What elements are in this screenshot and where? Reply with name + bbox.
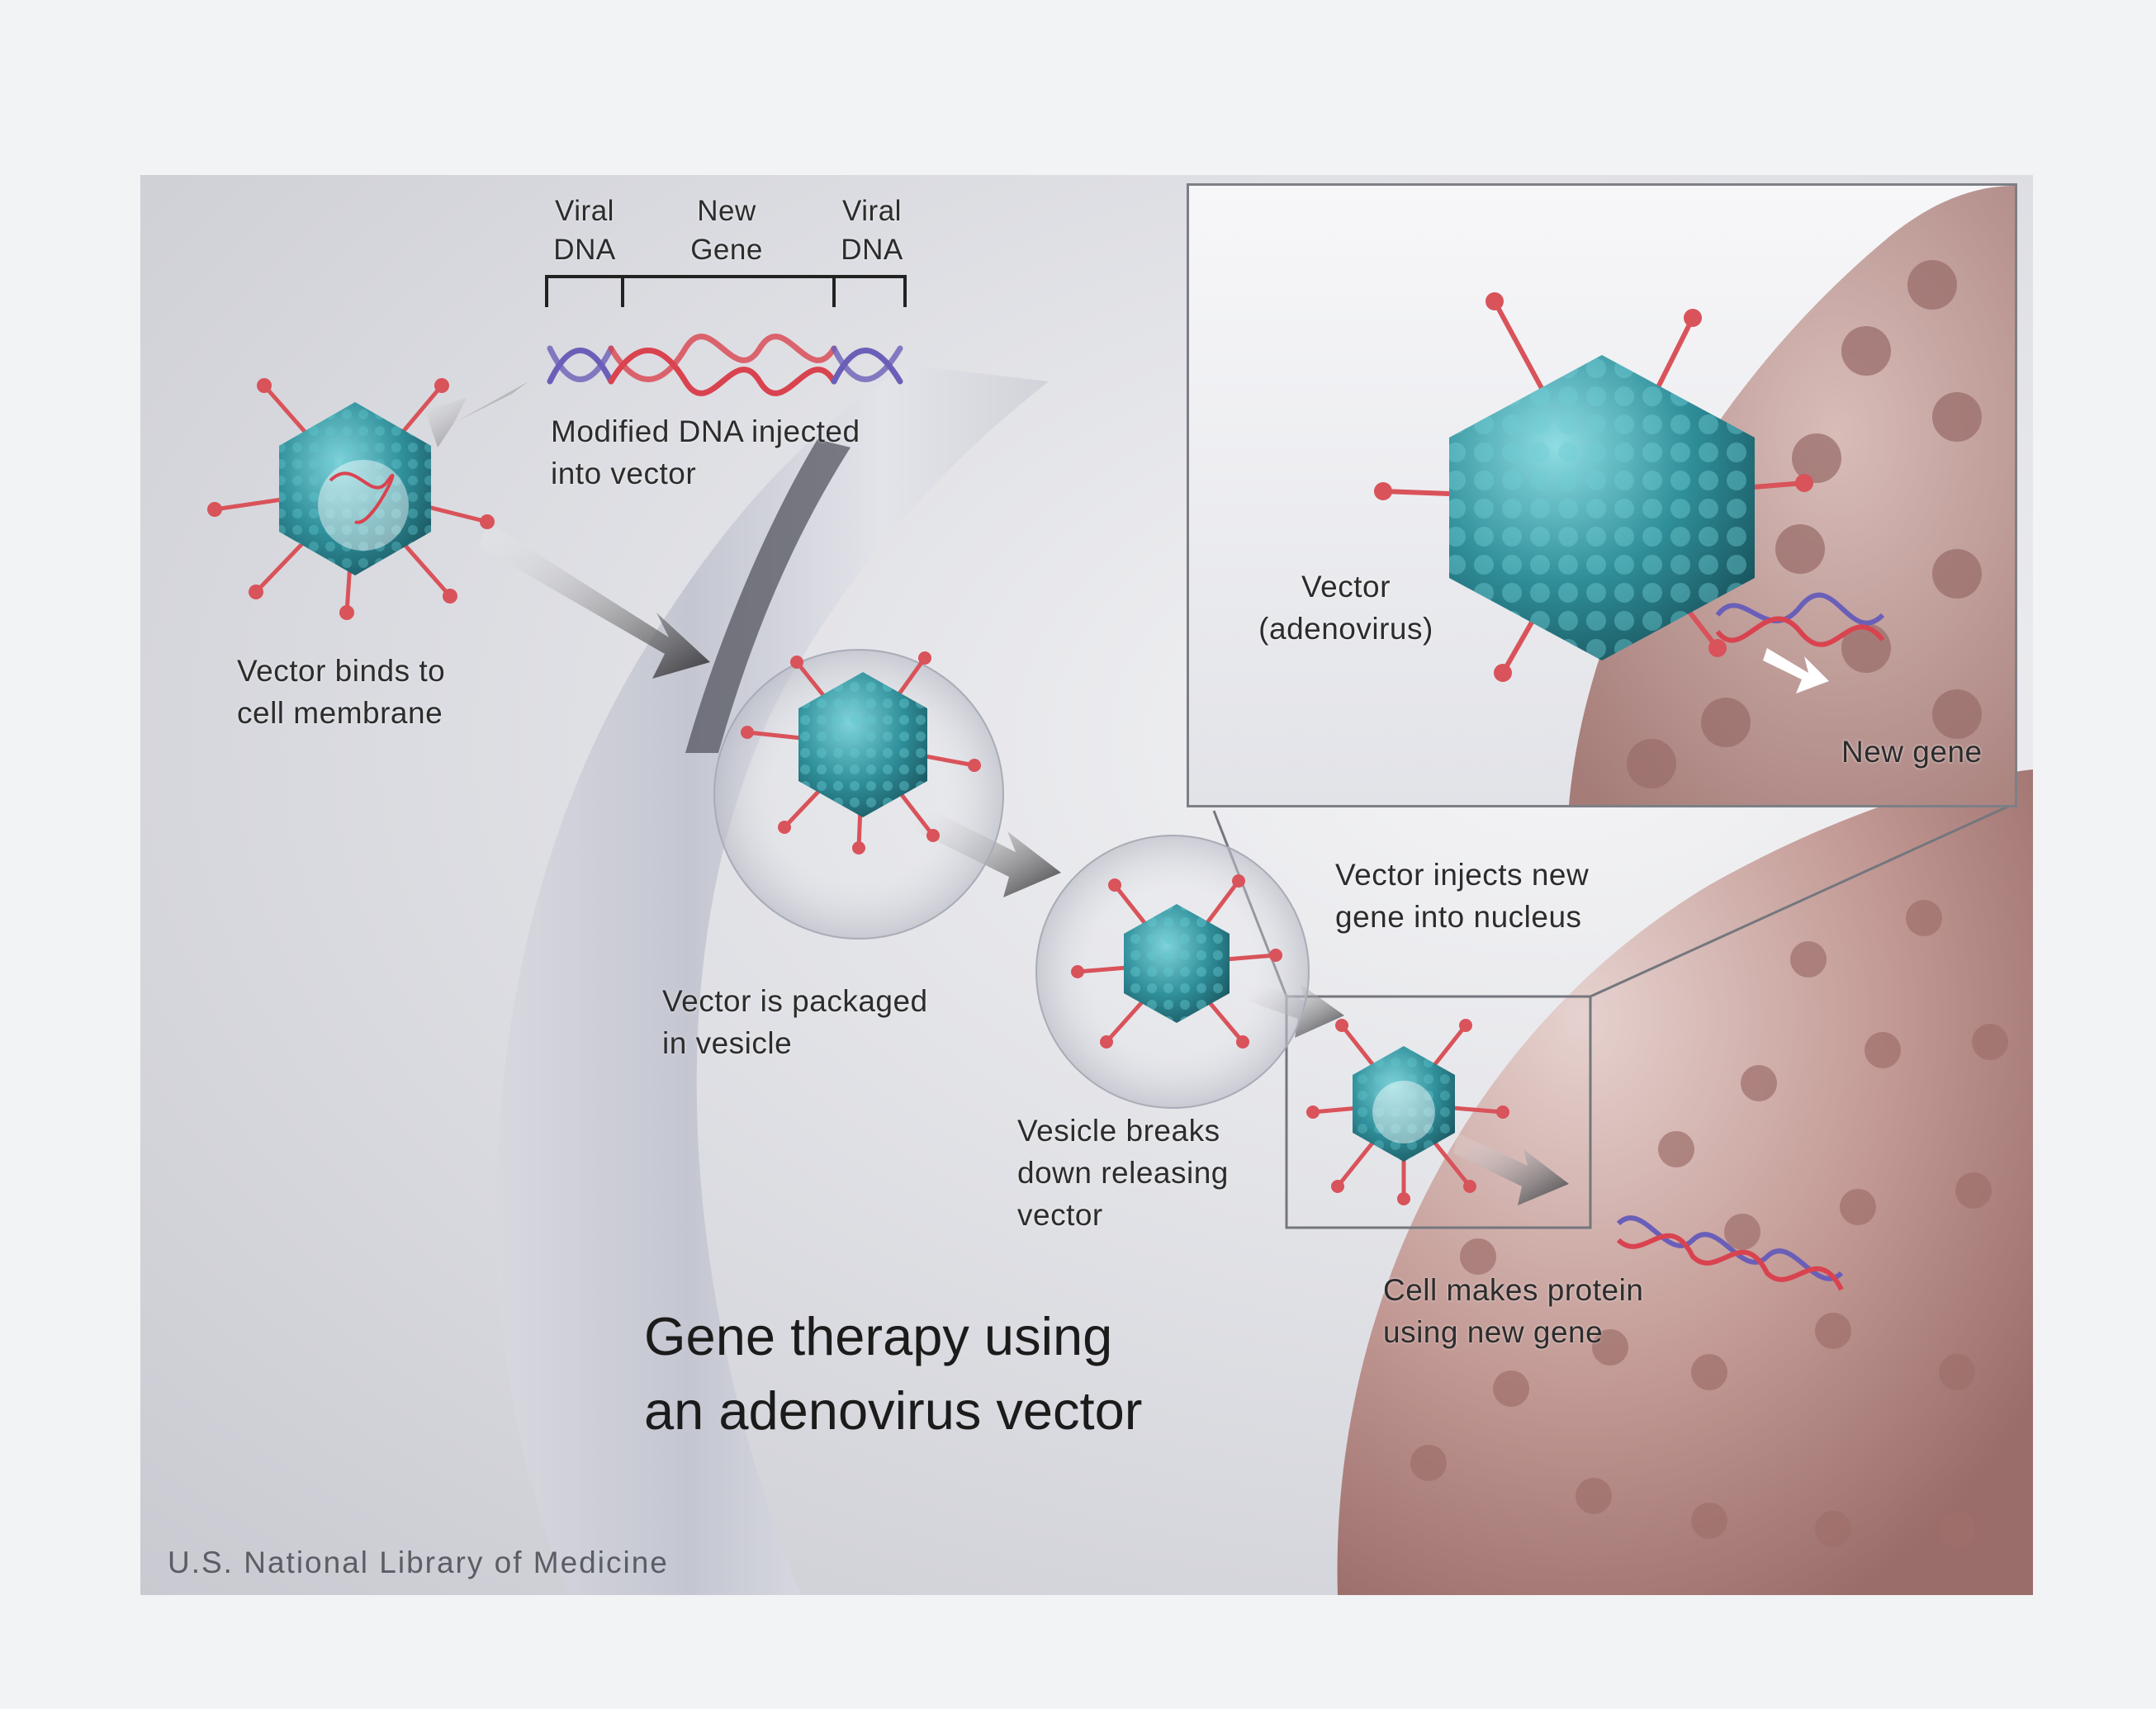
step-modified-dna: Modified DNA injected into vector	[551, 414, 860, 490]
membrane-fold	[685, 439, 851, 753]
inset-dna	[1715, 592, 1885, 647]
step-cell-makes-protein: Cell makes protein using new gene	[1383, 1273, 1644, 1349]
vector-binding	[207, 378, 495, 620]
step-vector-binds: Vector binds to cell membrane	[237, 654, 446, 730]
vector-in-vesicle-2	[1071, 874, 1282, 1049]
zoom-inset: Vector (adenovirus) New gene	[1187, 183, 2017, 807]
dna-bracket	[545, 275, 907, 307]
dna-label-viral-right: Viral DNA	[841, 195, 903, 266]
dna-label-viral-left: Viral DNA	[553, 195, 616, 266]
figure-credit: U.S. National Library of Medicine	[168, 1546, 669, 1579]
zoom-box	[1285, 995, 1592, 1229]
inset-vector-label: Vector (adenovirus)	[1258, 570, 1433, 646]
cell-membrane	[496, 365, 1049, 1595]
step-vector-injects: Vector injects new gene into nucleus	[1335, 858, 1590, 934]
figure-artwork	[207, 275, 2033, 1595]
step-vector-packaged: Vector is packaged in vesicle	[662, 984, 928, 1060]
vector-released	[1306, 1019, 1509, 1205]
inset-nucleus	[1569, 186, 2015, 805]
dna-helix	[547, 334, 903, 396]
gene-therapy-figure: Viral DNA New Gene Viral DNA Modified DN…	[140, 175, 2033, 1595]
dna-label-new-gene: New Gene	[690, 195, 763, 266]
inset-artwork	[1374, 186, 2015, 805]
inset-pores	[1627, 260, 1982, 788]
step-vesicle-breaks: Vesicle breaks down releasing vector	[1017, 1114, 1229, 1232]
inset-gene-arrow	[1763, 648, 1829, 694]
zoom-line-top	[1590, 802, 2014, 998]
new-gene-dna	[1616, 1215, 1844, 1291]
inset-new-gene-label: New gene	[1841, 735, 1983, 769]
vector-in-vesicle	[741, 651, 981, 854]
figure-title: Gene therapy using an adenovirus vector	[644, 1306, 1143, 1441]
nuclear-pores	[1410, 900, 2008, 1547]
